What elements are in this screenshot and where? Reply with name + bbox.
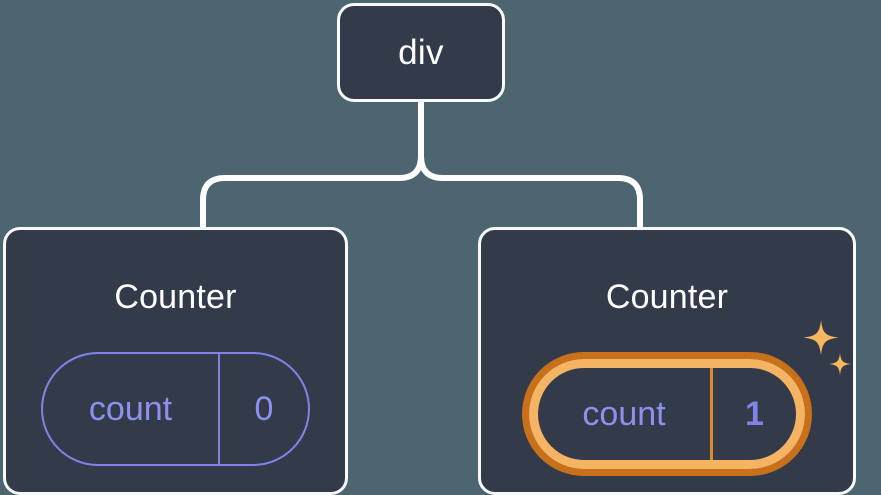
state-pill-left-wrapper: count 0	[41, 352, 310, 466]
node-div[interactable]: div	[337, 3, 505, 102]
connector-right-branch	[418, 98, 643, 231]
node-counter-right-label: Counter	[605, 278, 729, 316]
connector-left-branch	[200, 98, 424, 231]
state-pill-right-value: 1	[745, 394, 764, 433]
state-pill-right-wrapper: count 1	[522, 352, 812, 476]
state-pill-right[interactable]: count 1	[529, 359, 805, 469]
node-counter-left-label: Counter	[114, 278, 237, 316]
node-counter-left[interactable]: Counter count 0	[3, 227, 348, 495]
node-counter-right[interactable]: Counter count 1	[478, 227, 856, 495]
state-pill-left-key: count	[43, 354, 220, 464]
state-pill-right-key: count	[538, 368, 713, 460]
state-pill-right-highlight-ring: count 1	[522, 352, 812, 476]
state-pill-left[interactable]: count 0	[41, 352, 310, 466]
state-pill-left-value: 0	[254, 389, 274, 428]
node-div-label: div	[398, 33, 444, 72]
